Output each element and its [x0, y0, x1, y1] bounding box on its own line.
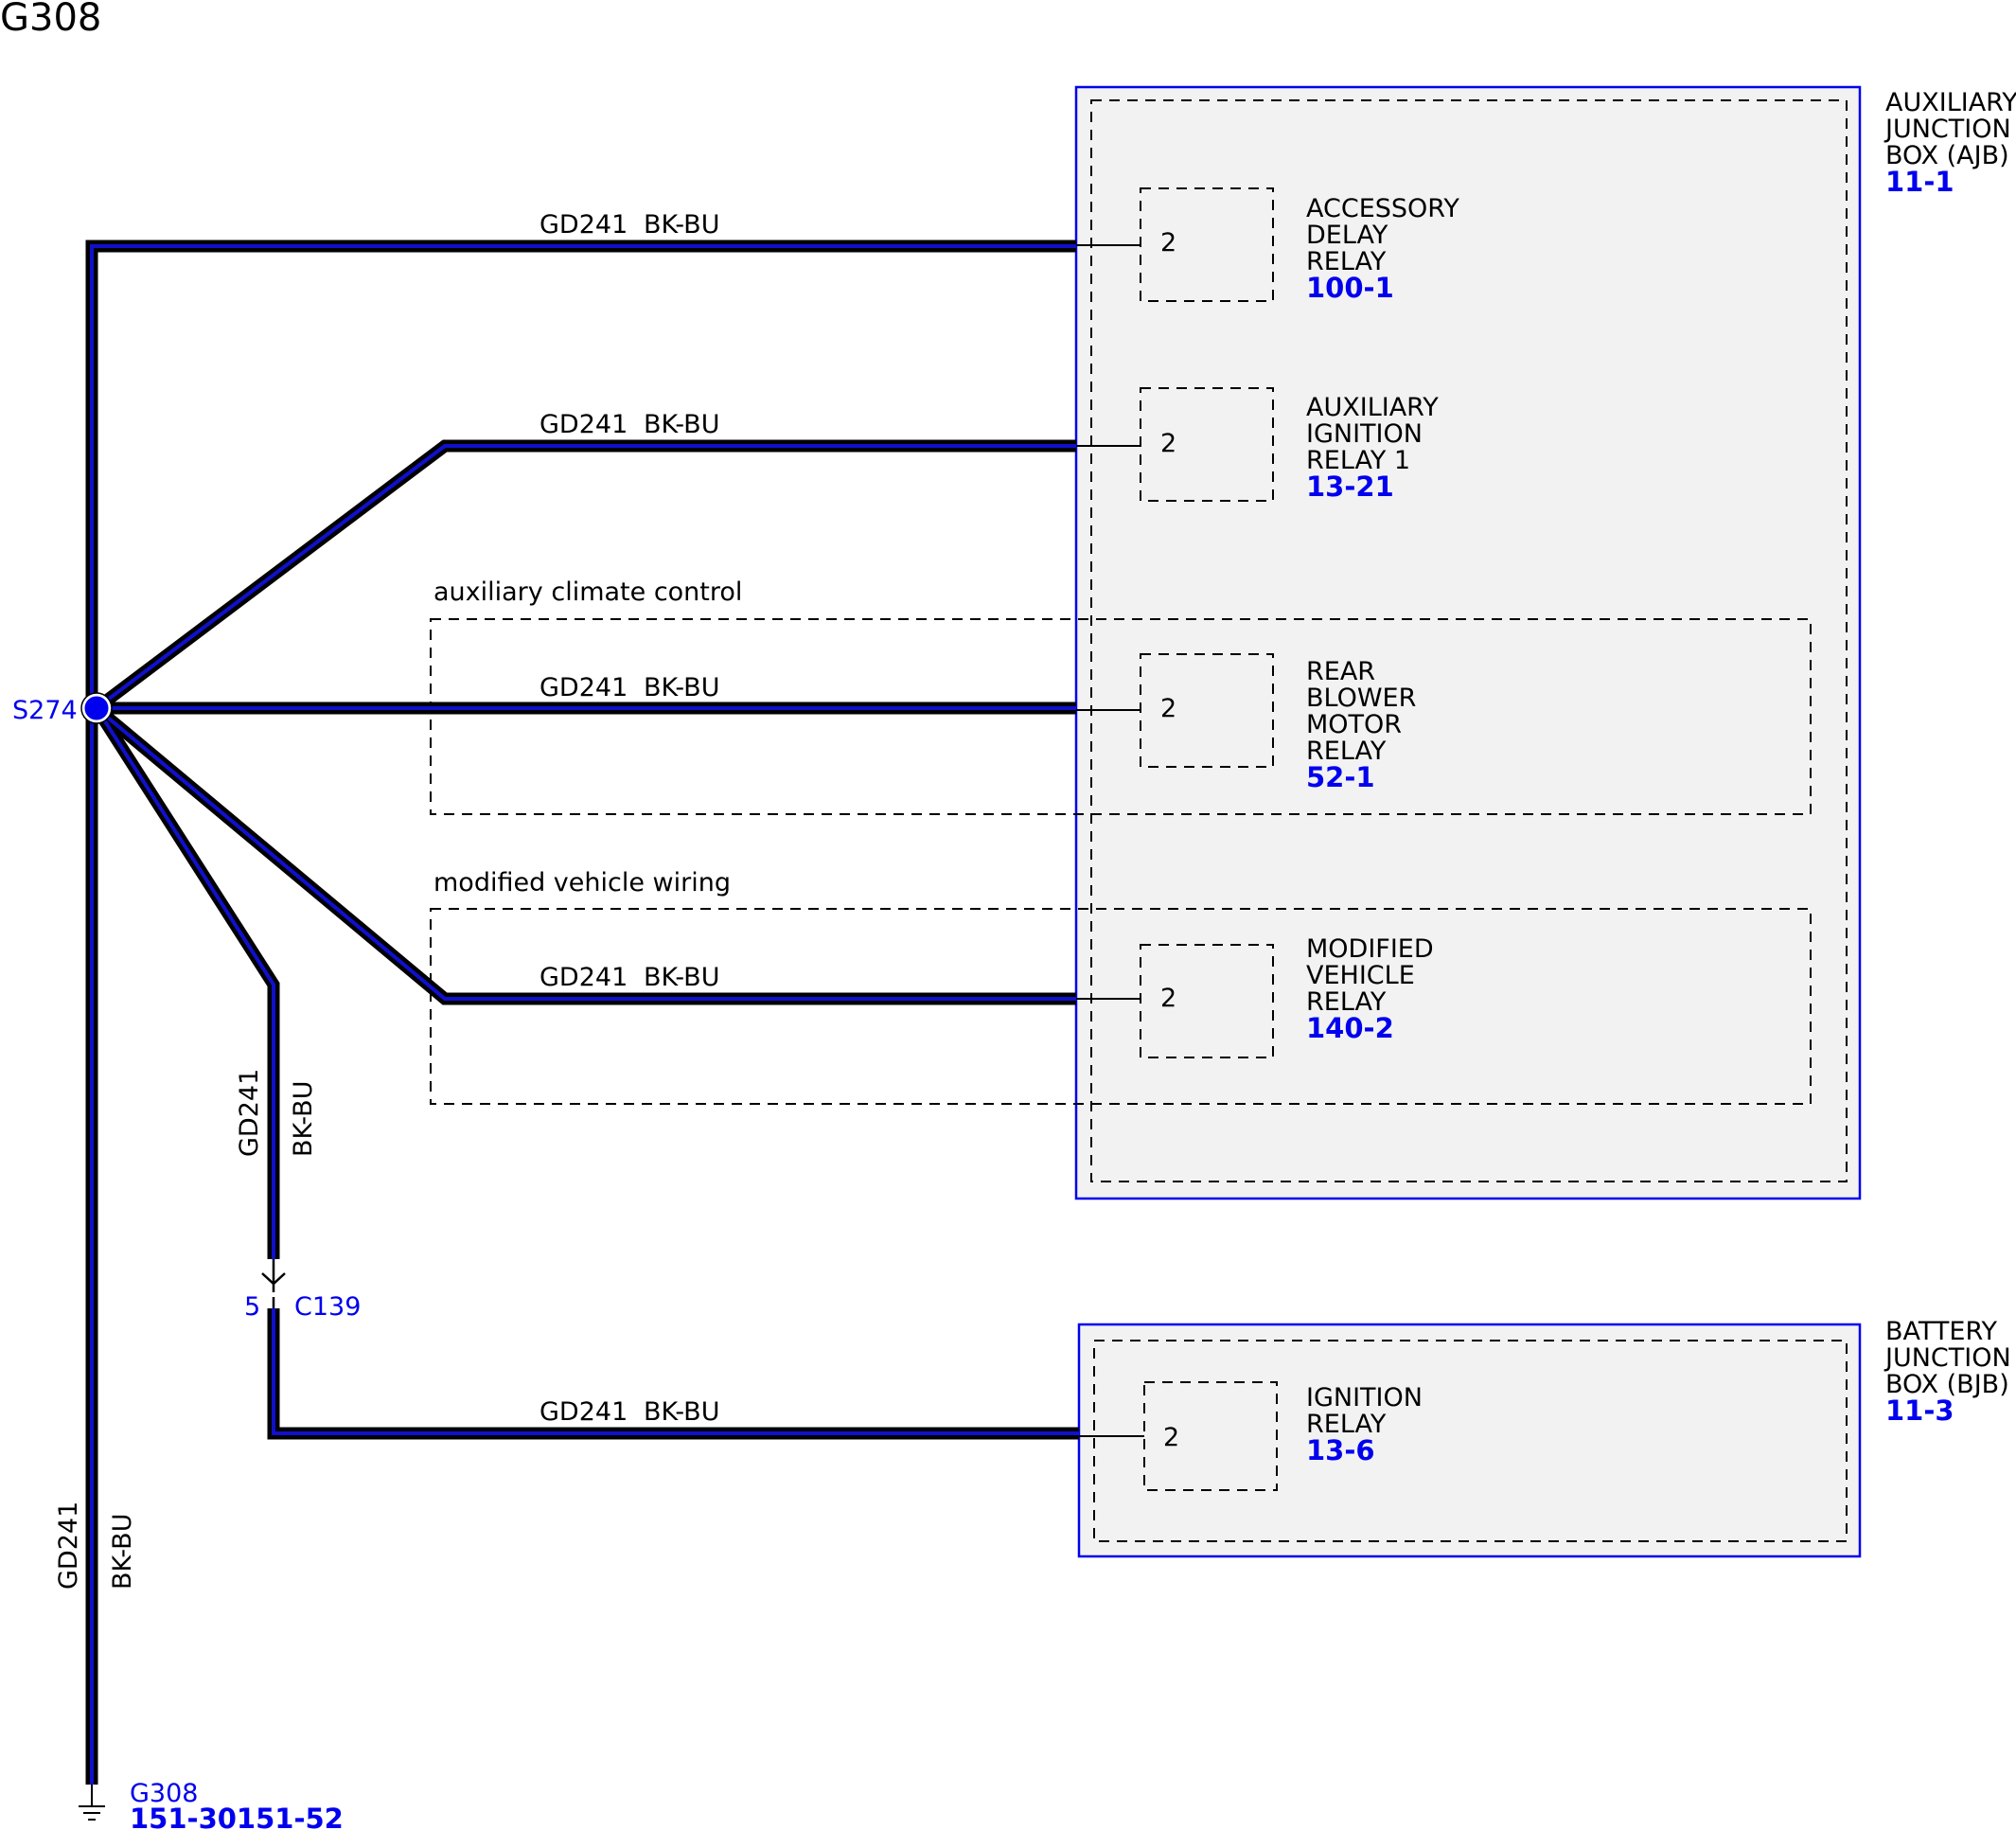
option-frame-climate: [430, 618, 1812, 815]
bjb-name: JUNCTION: [1883, 1343, 2011, 1373]
wire-color-label: BK-BU: [644, 410, 719, 439]
wire-harness: [85, 240, 1079, 1785]
wire-color-label: BK-BU: [289, 1081, 318, 1157]
relay-name: RELAY: [1306, 247, 1387, 276]
relay-pin: 2: [1160, 694, 1176, 723]
relay-name: RELAY 1: [1306, 446, 1410, 475]
relay-name: VEHICLE: [1306, 961, 1415, 990]
ajb-ref-link[interactable]: 11-1: [1885, 166, 1954, 198]
option-label-modified: modified vehicle wiring: [433, 868, 731, 897]
relay-ref-link[interactable]: 100-1: [1306, 272, 1394, 304]
wire-circuit-label: GD241: [54, 1501, 83, 1590]
relay-pin: 2: [1160, 984, 1176, 1013]
connector-pin: 5: [244, 1292, 260, 1322]
relay-auxiliary-ignition: [1076, 387, 1274, 502]
relay-ref-link[interactable]: 140-2: [1306, 1012, 1394, 1044]
relay-ignition: [1079, 1381, 1278, 1491]
relay-pin: 2: [1160, 228, 1176, 258]
ground-label: G308: [130, 1779, 198, 1808]
connector-label: C139: [294, 1292, 361, 1322]
option-label-climate: auxiliary climate control: [433, 577, 742, 607]
wire-circuit-label: GD241: [539, 210, 628, 240]
relay-name: AUXILIARY: [1306, 393, 1439, 422]
ground-ref: 151-30151-52: [130, 1803, 344, 1830]
bjb-box: [1077, 1323, 1862, 1558]
relay-name: BLOWER: [1306, 684, 1416, 713]
wire-circuit-label: GD241: [539, 963, 628, 992]
bjb-ref-link[interactable]: 11-3: [1885, 1395, 1954, 1427]
relay-ref-link[interactable]: 13-6: [1306, 1434, 1375, 1466]
wire-color-label: BK-BU: [644, 963, 719, 992]
bjb-name: BOX (BJB): [1885, 1370, 2009, 1399]
relay-rear-blower: [1076, 653, 1274, 768]
wire-color-label: BK-BU: [644, 673, 719, 702]
relay-accessory-delay: [1076, 187, 1274, 302]
wire-circuit-label: GD241: [539, 1397, 628, 1427]
wire-circuit-label: GD241: [539, 410, 628, 439]
ground-icon: [79, 1785, 105, 1821]
relay-ref-link[interactable]: 13-21: [1306, 471, 1394, 503]
relay-name: RELAY: [1306, 987, 1387, 1017]
option-frame-modified: [430, 908, 1812, 1105]
relay-name: IGNITION: [1306, 1383, 1423, 1412]
connector-symbol: [261, 1259, 286, 1308]
page-title: G308: [0, 0, 101, 40]
relay-name: MODIFIED: [1306, 934, 1434, 964]
relay-name: RELAY: [1306, 737, 1387, 766]
wire-color-label: BK-BU: [644, 210, 719, 240]
relay-ref-link[interactable]: 52-1: [1306, 761, 1375, 793]
ajb-name: BOX (AJB): [1885, 141, 2009, 170]
ajb-name: JUNCTION: [1883, 115, 2011, 144]
wire-color-label: BK-BU: [108, 1514, 137, 1590]
ajb-box: [1074, 85, 1862, 1200]
ajb-name: AUXILIARY: [1885, 88, 2016, 117]
splice-point: [80, 692, 113, 724]
wire-circuit-label: GD241: [539, 673, 628, 702]
relay-pin: 2: [1160, 429, 1176, 458]
splice-label: S274: [12, 696, 78, 725]
relay-name: DELAY: [1306, 221, 1388, 250]
relay-name: ACCESSORY: [1306, 194, 1459, 223]
relay-name: MOTOR: [1306, 710, 1402, 739]
relay-name: REAR: [1306, 657, 1375, 686]
relay-name: RELAY: [1306, 1410, 1387, 1439]
wire-color-label: BK-BU: [644, 1397, 719, 1427]
relay-pin: 2: [1163, 1423, 1179, 1452]
bjb-name: BATTERY: [1885, 1317, 1998, 1346]
relay-name: IGNITION: [1306, 419, 1423, 449]
relay-modified-vehicle: [1076, 944, 1274, 1058]
wire-circuit-label: GD241: [235, 1069, 264, 1157]
